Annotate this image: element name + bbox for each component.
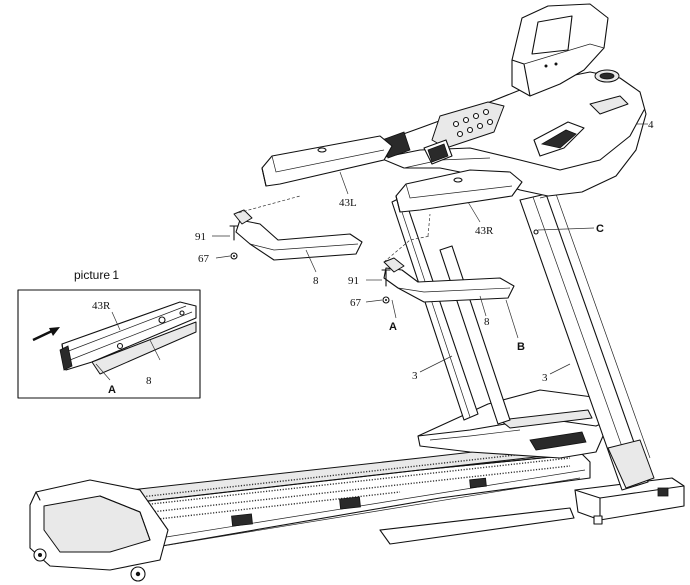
arm-8-right [383, 213, 515, 303]
callout-43r: 43R [475, 225, 494, 237]
console-screen [531, 15, 573, 55]
inset-picture-1: picture 1 43R 8 A [17, 268, 201, 399]
inset-handlebar-detail [59, 301, 197, 381]
callout-67-left: 67 [198, 253, 210, 265]
callout-43l: 43L [339, 197, 357, 209]
leader-lines [212, 123, 648, 375]
handlebar-43r [395, 169, 523, 213]
inset-label-a: A [108, 384, 116, 396]
callout-8-right: 8 [484, 316, 490, 328]
callout-8-left: 8 [313, 275, 319, 287]
inset-frame [17, 289, 201, 399]
washer-67-left-icon [230, 252, 238, 260]
arm-8-left [233, 195, 363, 261]
inset-title: picture 1 [74, 268, 119, 282]
handlebar-43l [261, 135, 393, 187]
callout-91-left: 91 [195, 231, 206, 243]
callout-b: B [517, 341, 525, 353]
callout-3-right: 3 [542, 372, 548, 384]
inset-label-8: 8 [146, 375, 152, 387]
bolt-91-left-icon [229, 225, 239, 241]
callout-3-left: 3 [412, 370, 418, 382]
washer-67-right-icon [382, 296, 390, 304]
motor-cover [417, 389, 611, 459]
callout-a: A [389, 321, 397, 333]
upright-right-3 [519, 193, 655, 491]
callout-91-right: 91 [348, 275, 359, 287]
inset-label-43r: 43R [92, 300, 111, 312]
console-4 [369, 3, 647, 197]
callout-c: C [596, 223, 604, 235]
treadmill-deck [29, 441, 685, 582]
callout-4: 4 [648, 119, 654, 131]
callout-67-right: 67 [350, 297, 362, 309]
direction-arrow-icon [32, 327, 60, 342]
bolt-91-right-icon [381, 269, 391, 287]
